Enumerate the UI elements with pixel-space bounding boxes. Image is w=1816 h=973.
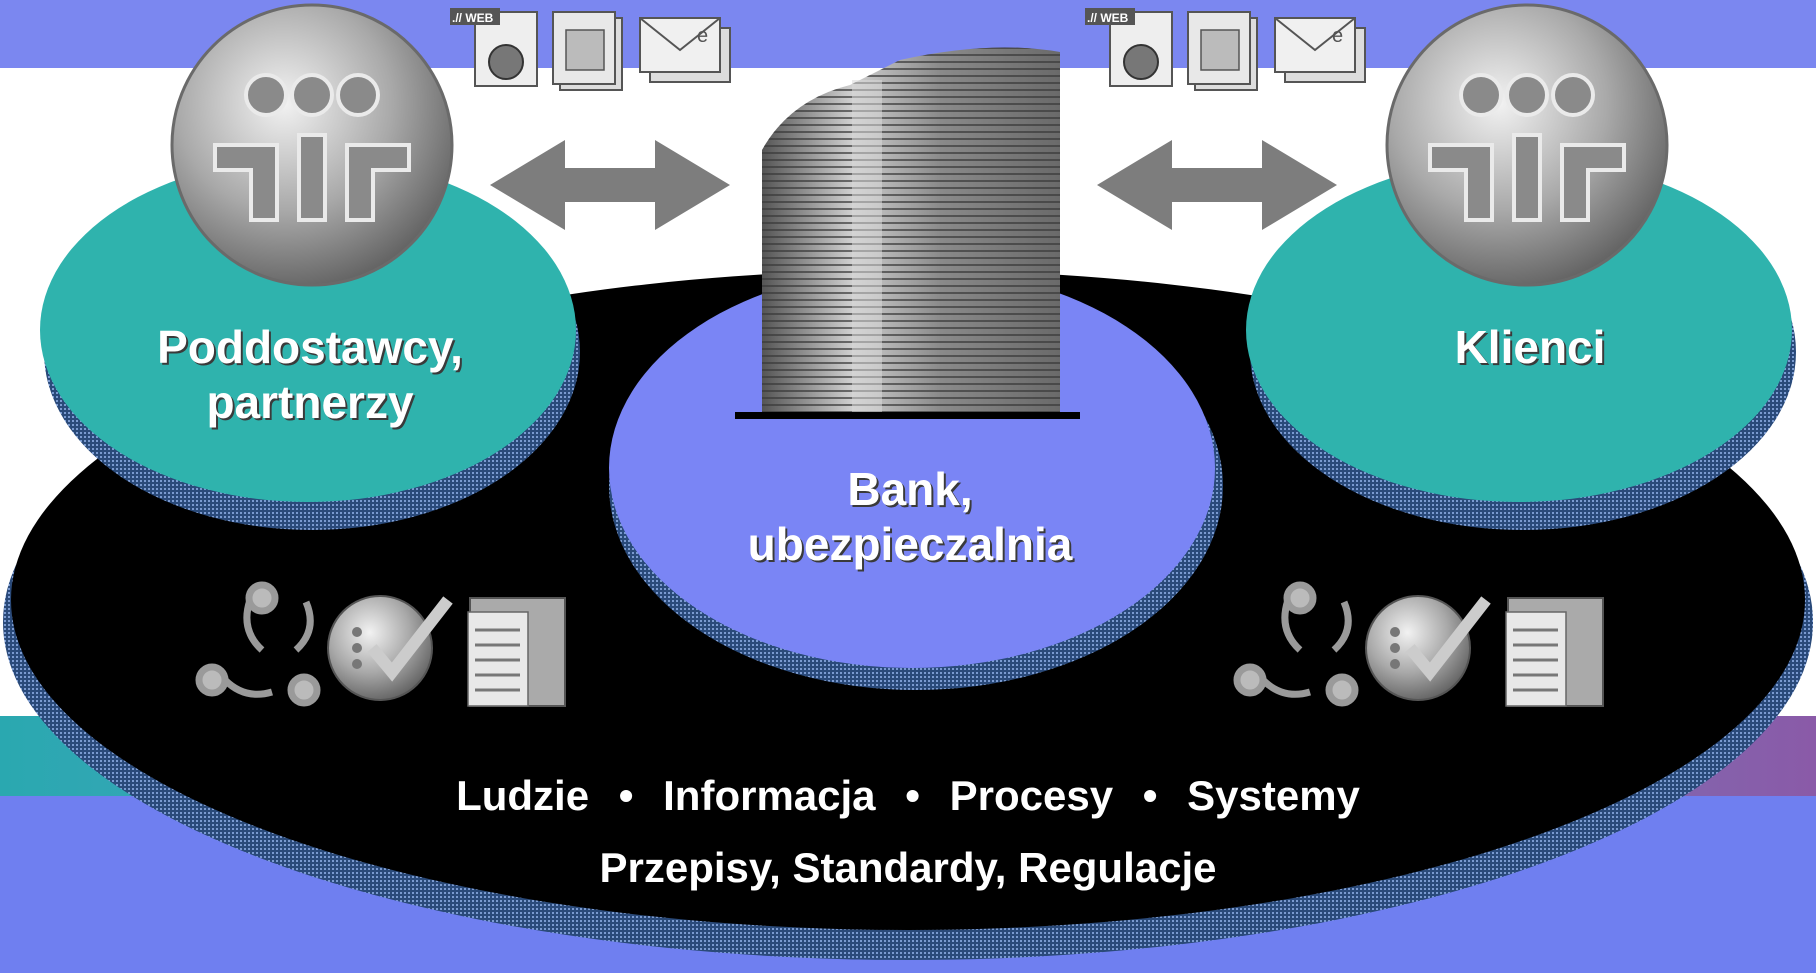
left-node-ellipse (40, 158, 580, 530)
spreadsheet-icon (1187, 11, 1258, 91)
server-icon (467, 597, 566, 707)
email-icon (639, 17, 731, 83)
left-label-line1: Poddostawcy, (157, 321, 463, 373)
center-node-label: Bank, ubezpieczalnia (640, 462, 1180, 572)
footer-item: Procesy (949, 772, 1114, 819)
double-arrow-icon (1097, 140, 1337, 230)
network-icon (195, 581, 321, 707)
email-tag-label: e (1332, 25, 1343, 47)
footer-item: Systemy (1187, 772, 1360, 819)
checkmark-icon (1365, 595, 1491, 701)
network-icon (1233, 581, 1359, 707)
bullet-separator: • (618, 772, 634, 819)
right-node-label: Klienci (1300, 320, 1760, 375)
spreadsheet-icon (552, 11, 623, 91)
web-document-icon (1085, 8, 1173, 87)
left-node-label: Poddostawcy, partnerzy (80, 320, 540, 430)
footer-line2: Przepisy, Standardy, Regulacje (599, 844, 1217, 891)
web-document-icon (450, 8, 538, 87)
email-icon (1274, 17, 1366, 83)
web-tag-label: .// WEB (452, 11, 494, 25)
checkmark-icon (327, 595, 453, 701)
left-label-line2: partnerzy (206, 376, 414, 429)
footer-item: Informacja (663, 772, 876, 819)
footer-line1: Ludzie • Informacja • Procesy • Systemy (0, 772, 1816, 820)
center-label-line2: ubezpieczalnia (747, 518, 1073, 571)
server-icon (1505, 597, 1604, 707)
right-node-ellipse (1246, 158, 1796, 530)
bullet-separator: • (905, 772, 920, 819)
center-label-line1: Bank, (847, 463, 973, 515)
double-arrow-icon (490, 140, 730, 230)
web-tag-label: .// WEB (1087, 11, 1129, 25)
people-icon (1385, 3, 1669, 287)
people-icon (170, 3, 454, 287)
bullet-separator: • (1142, 772, 1158, 819)
email-tag-label: e (697, 25, 708, 47)
footer-item: Ludzie (456, 772, 590, 819)
right-label: Klienci (1454, 321, 1606, 373)
building-icon (735, 47, 1080, 419)
